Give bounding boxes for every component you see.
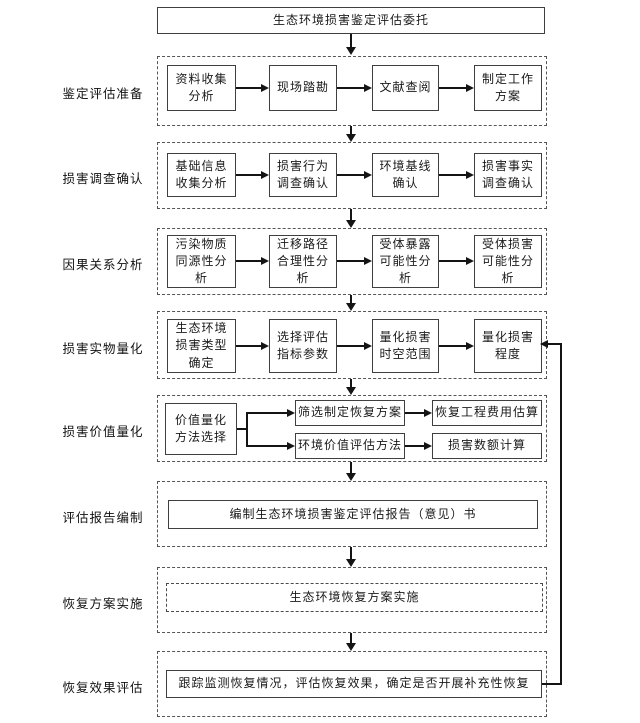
- arrow-down-icon: [346, 134, 356, 142]
- connector-line: [350, 295, 352, 303]
- stage-label-investigation: 损害调查确认: [62, 172, 144, 186]
- flow-box: 生态环境恢复方案实施: [166, 583, 543, 612]
- flow-box: 文献查阅: [372, 65, 439, 111]
- connector-line: [439, 87, 466, 89]
- stage-container-value-quantification: [157, 395, 547, 462]
- arrow-right-icon: [424, 409, 432, 417]
- stage-label-physical-quantification: 损害实物量化: [62, 342, 144, 356]
- flow-box: 筛选制定恢复方案: [295, 400, 405, 426]
- flow-box: 污染物质 同源性分 析: [167, 235, 236, 288]
- arrow-down-icon: [346, 387, 356, 395]
- connector-line: [439, 260, 466, 262]
- arrow-down-icon: [346, 220, 356, 228]
- connector-line: [337, 345, 364, 347]
- flow-box: 环境基线 确认: [372, 153, 439, 197]
- connector-line: [236, 174, 261, 176]
- stage-container-investigation: [157, 142, 547, 209]
- arrow-down-icon: [346, 559, 356, 567]
- arrow-right-icon: [364, 257, 372, 265]
- flow-box: 环境价值评估方法: [295, 433, 405, 459]
- stage-label-restoration-evaluation: 恢复效果评估: [62, 681, 144, 695]
- arrow-left-icon: [540, 340, 548, 348]
- arrow-right-icon: [287, 442, 295, 450]
- connector-line: [405, 412, 424, 414]
- arrow-right-icon: [364, 342, 372, 350]
- arrow-right-icon: [466, 171, 474, 179]
- connector-line: [236, 345, 261, 347]
- connector-line: [350, 379, 352, 387]
- arrow-right-icon: [424, 442, 432, 450]
- stage-container-restoration-implementation: [157, 567, 547, 633]
- flow-box: 量化损害 时空范围: [372, 319, 439, 373]
- arrow-right-icon: [364, 171, 372, 179]
- connector-line: [246, 445, 287, 447]
- feedback-line: [548, 343, 562, 345]
- connector-line: [350, 126, 352, 134]
- flow-box: 编制生态环境损害鉴定评估报告（意见）书: [168, 500, 538, 529]
- stage-container-causality: [157, 228, 547, 295]
- connector-line: [350, 209, 352, 220]
- stage-label-causality: 因果关系分析: [62, 258, 144, 272]
- connector-line: [337, 174, 364, 176]
- flow-box: 损害数额计算: [432, 433, 542, 459]
- connector-line: [405, 445, 424, 447]
- arrow-right-icon: [466, 84, 474, 92]
- arrow-right-icon: [466, 257, 474, 265]
- stage-container-report: [157, 481, 547, 547]
- connector-line: [439, 174, 466, 176]
- arrow-right-icon: [261, 257, 269, 265]
- feedback-line: [560, 343, 562, 685]
- arrow-right-icon: [364, 84, 372, 92]
- flow-box: 现场踏勘: [269, 65, 337, 111]
- connector-line: [246, 412, 287, 414]
- flow-box: 受体损害 可能性分 析: [474, 235, 542, 288]
- connector-line: [236, 260, 261, 262]
- flow-box: 迁移路径 合理性分 析: [269, 235, 337, 288]
- flow-box: 损害事实 调查确认: [474, 153, 542, 197]
- stage-label-report: 评估报告编制: [62, 511, 144, 525]
- flow-box-commission: 生态环境损害鉴定评估委托: [157, 7, 545, 34]
- flow-box: 资料收集 分析: [167, 65, 236, 111]
- stage-container-preparation: [157, 56, 547, 126]
- arrow-down-icon: [346, 303, 356, 311]
- flow-box: 制定工作 方案: [474, 65, 542, 111]
- flow-box: 基础信息 收集分析: [167, 153, 236, 197]
- arrow-down-icon: [346, 643, 356, 651]
- connector-line: [236, 87, 261, 89]
- arrow-down-icon: [346, 473, 356, 481]
- connector-line: [237, 428, 248, 430]
- flow-box: 价值量化 方法选择: [165, 403, 237, 455]
- stage-label-preparation: 鉴定评估准备: [62, 87, 144, 101]
- connector-line: [439, 345, 466, 347]
- arrow-right-icon: [287, 409, 295, 417]
- connector-line: [350, 547, 352, 559]
- connector-line: [337, 87, 364, 89]
- arrow-down-icon: [346, 47, 356, 55]
- flow-box: 量化损害 程度: [474, 319, 542, 373]
- connector-line: [246, 412, 248, 447]
- flow-box: 损害行为 调查确认: [269, 153, 337, 197]
- connector-line: [350, 34, 352, 47]
- flow-box: 跟踪监测恢复情况，评估恢复效果，确定是否开展补充性恢复: [166, 670, 542, 698]
- connector-line: [350, 462, 352, 473]
- connector-line: [337, 260, 364, 262]
- feedback-line: [542, 683, 562, 685]
- stage-label-value-quantification: 损害价值量化: [62, 425, 144, 439]
- arrow-right-icon: [261, 171, 269, 179]
- stage-label-restoration-implementation: 恢复方案实施: [62, 597, 144, 611]
- arrow-right-icon: [261, 342, 269, 350]
- arrow-right-icon: [261, 84, 269, 92]
- connector-line: [350, 633, 352, 643]
- flow-box: 选择评估 指标参数: [269, 319, 337, 373]
- flow-box: 生态环境 损害类型 确定: [167, 319, 236, 373]
- flow-box: 受体暴露 可能性分 析: [372, 235, 439, 288]
- arrow-right-icon: [466, 342, 474, 350]
- flow-box: 恢复工程费用估算: [432, 400, 542, 426]
